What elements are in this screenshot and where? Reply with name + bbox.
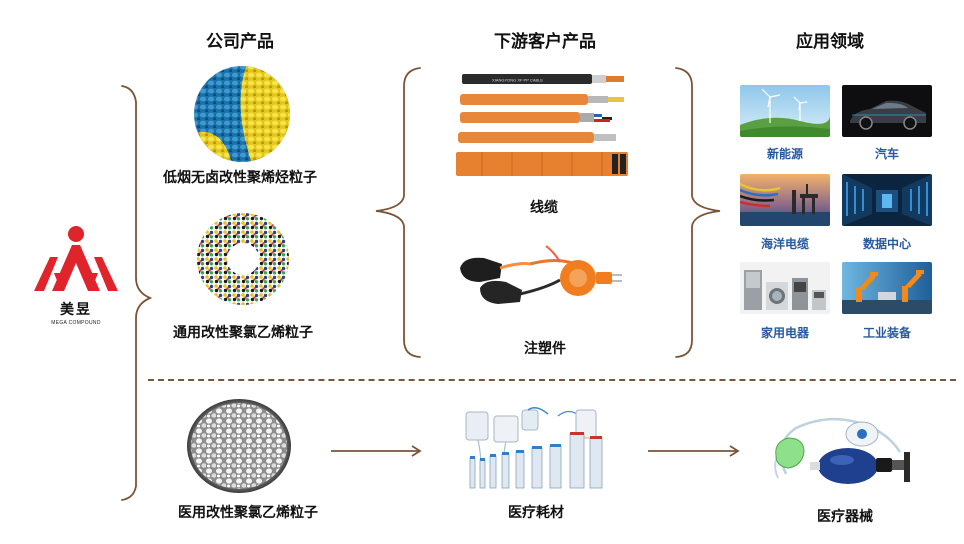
downstream-label-injection: 注塑件 [524,341,566,357]
dashed-separator [148,379,956,381]
medical-consumables-image [465,407,603,489]
photo-marine-cable [740,174,830,226]
logo-subtitle: MEGA COMPOUND [51,320,101,326]
cable-print-text: XIANGYONG XF PP CABLE [492,78,543,83]
app-label-new-energy: 新能源 [766,147,803,161]
medical-device-image [774,417,910,484]
product-label-medical-pvc: 医用改性聚氯乙烯粒子 [178,505,318,521]
logo-name: 美昱 [60,302,92,318]
product-label-polyolefin: 低烟无卤改性聚烯烃粒子 [163,170,317,186]
pellet-image-medical-pvc [187,399,291,493]
app-label-data-center: 数据中心 [862,237,911,251]
photo-industrial-equipment [842,262,932,314]
downstream-label-cable: 线缆 [530,200,558,216]
downstream-label-medical-consumables: 医疗耗材 [508,505,564,521]
photo-home-appliances [740,262,830,314]
photo-automotive [842,85,932,137]
product-label-pvc: 通用改性聚氯乙烯粒子 [173,325,313,341]
mid-right-brace [675,67,721,358]
company-logo: 美昱 MEGA COMPOUND [28,225,124,326]
arrow-head-1 [411,445,422,457]
photo-data-center [842,174,932,226]
app-label-industrial-equipment: 工业装备 [862,326,911,340]
injection-parts-image [460,245,622,304]
pellet-image-polyolefin [194,66,290,162]
pellet-image-pvc [196,212,290,306]
cable-image: XIANGYONG XF PP CABLE [456,74,628,176]
arrow-head-2 [729,445,740,457]
photo-new-energy [740,85,830,137]
left-brace [121,85,153,501]
app-label-home-appliances: 家用电器 [760,326,809,340]
header-application-fields: 应用领域 [796,32,864,52]
app-label-automotive: 汽车 [874,147,899,161]
header-downstream-products: 下游客户产品 [494,32,596,52]
logo-mark-icon [34,226,118,291]
app-label-marine-cable: 海洋电缆 [760,237,809,251]
mid-left-brace [375,67,421,358]
header-company-products: 公司产品 [206,32,274,52]
app-label-medical-device: 医疗器械 [817,509,873,525]
